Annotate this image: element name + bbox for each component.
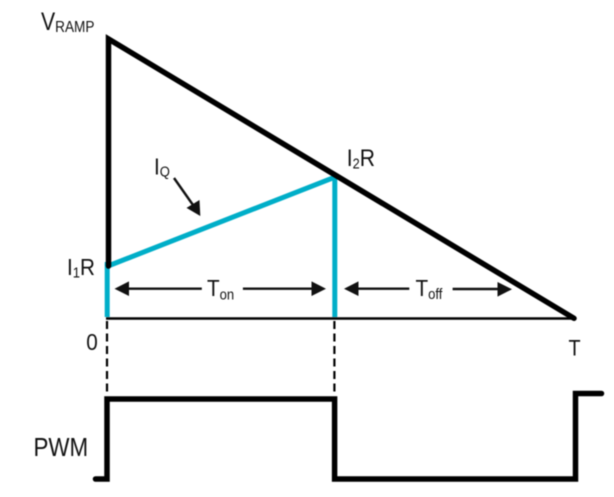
svg-text:Toff: Toff	[416, 275, 443, 302]
svg-text:0: 0	[86, 329, 98, 355]
svg-text:I1R: I1R	[67, 254, 95, 281]
svg-text:VRAMP: VRAMP	[41, 7, 95, 36]
svg-text:T: T	[569, 337, 581, 361]
svg-text:I2R: I2R	[347, 145, 375, 172]
svg-text:IQ: IQ	[154, 153, 170, 179]
svg-text:Ton: Ton	[207, 275, 234, 302]
svg-text:PWM: PWM	[34, 433, 89, 462]
